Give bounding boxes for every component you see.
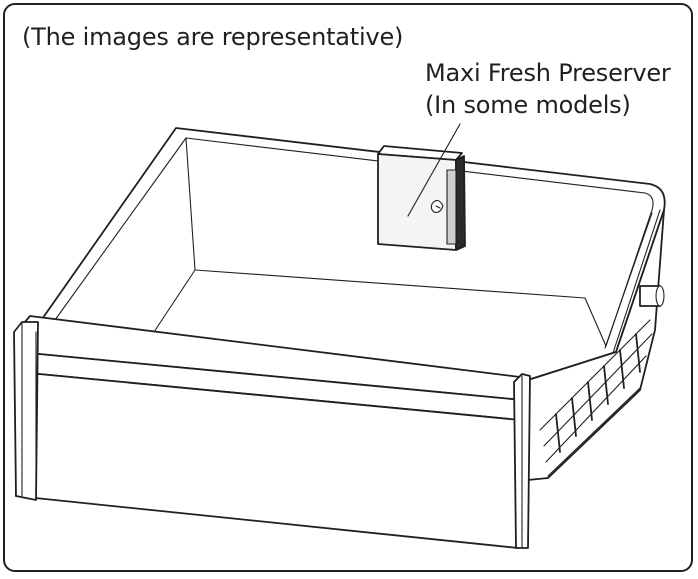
representative-note: (The images are representative) — [22, 23, 404, 51]
drawer-right-wall — [527, 209, 665, 481]
device-side — [455, 155, 466, 251]
drawer-right-rail — [539, 319, 653, 477]
drawer-right-rim — [604, 209, 661, 357]
drawer-inner-rim — [185, 137, 654, 347]
drawer-right-ribs — [555, 333, 641, 453]
device-face — [377, 153, 457, 251]
fresh-preserver-icon — [377, 145, 466, 251]
drawer-floor-back — [194, 269, 607, 347]
callout-leader-line — [407, 123, 461, 217]
callout-label-line1: Maxi Fresh Preserver — [425, 59, 671, 87]
callout-label-line2: (In some models) — [425, 91, 631, 119]
drawer-left-cap — [13, 321, 39, 501]
